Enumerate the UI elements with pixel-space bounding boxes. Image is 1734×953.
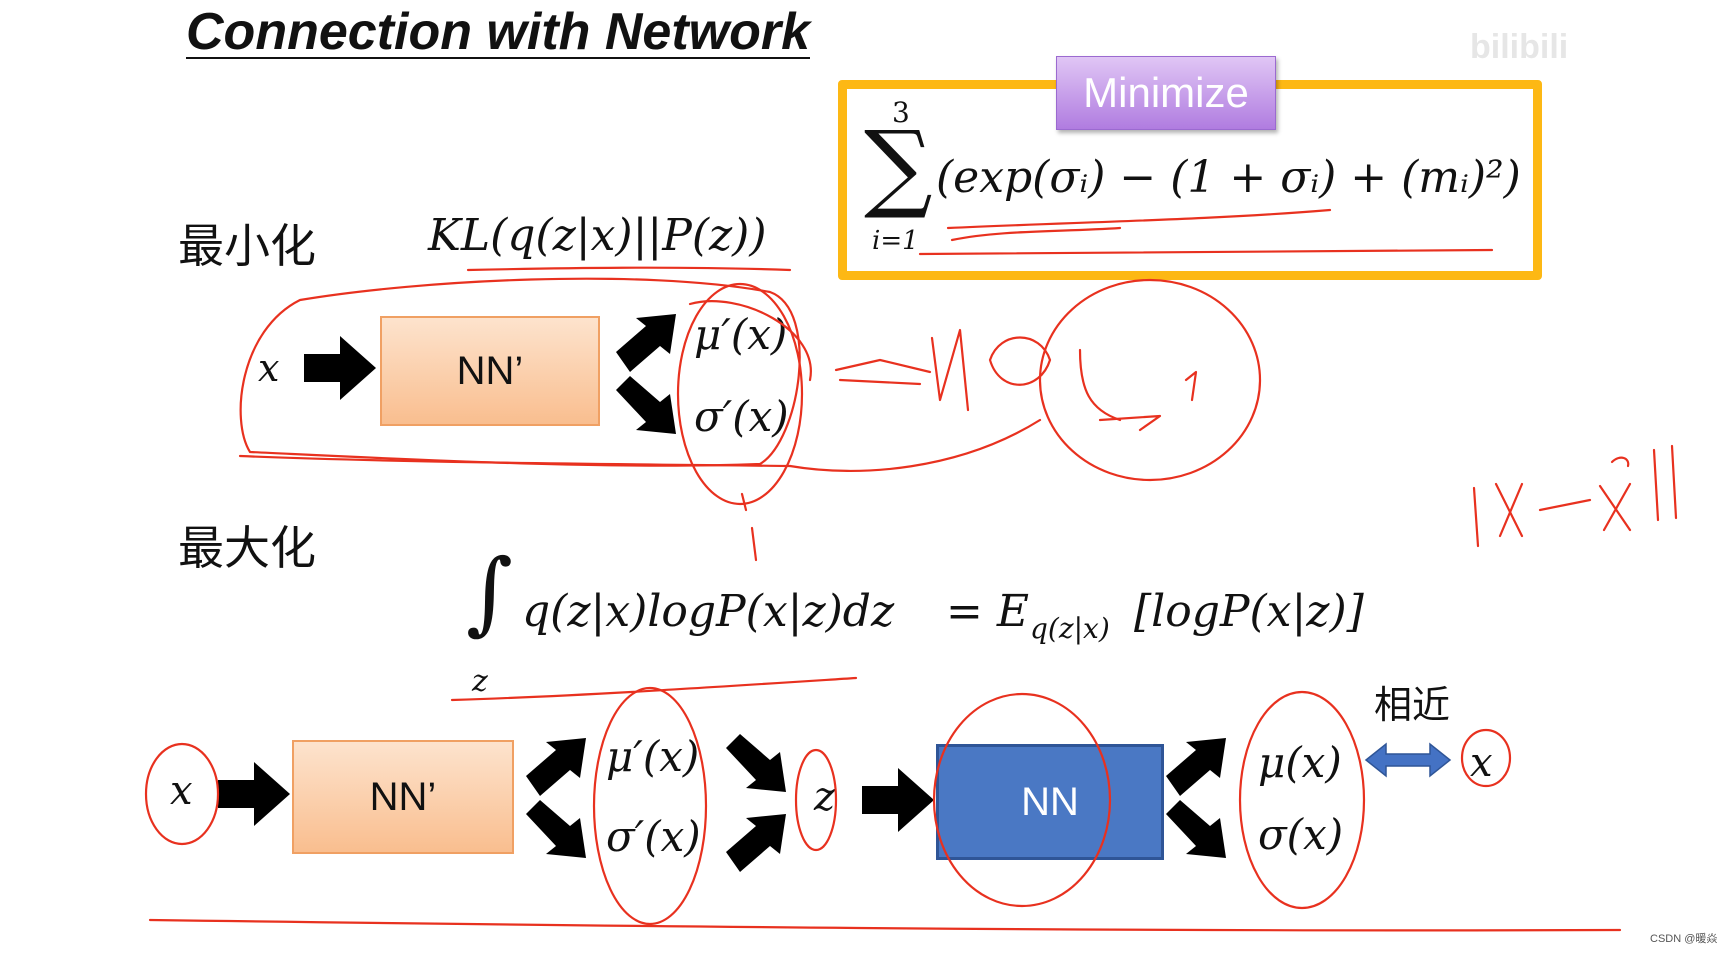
mu-to-z-arrow	[726, 734, 786, 792]
max-mu-arrow	[526, 738, 586, 796]
min-encoder-box: NN’	[380, 316, 600, 426]
output-x: x	[1470, 740, 1493, 786]
expectation-subscript: q(z|x)	[1030, 612, 1110, 645]
min-mu-arrow	[616, 314, 676, 372]
dec-mu-output: μ(x)	[1258, 738, 1342, 787]
minimize-label: 最小化	[178, 219, 316, 273]
max-input-arrow	[218, 762, 290, 826]
similar-label: 相近	[1374, 683, 1451, 727]
sum-lower-limit: i=1	[872, 226, 919, 256]
decoder-box: NN	[936, 744, 1164, 860]
kl-expression: KL(q(z|x)||P(z))	[428, 210, 767, 261]
max-mu-output: μ′(x)	[606, 732, 700, 781]
slide-title: Connection with Network	[186, 3, 810, 61]
dec-mu-arrow	[1166, 738, 1226, 796]
z-to-decoder-arrow	[862, 768, 934, 832]
integral-subscript: z	[472, 664, 488, 699]
minimize-badge: Minimize	[1056, 56, 1276, 130]
dec-sigma-output: σ(x)	[1258, 810, 1344, 859]
max-input-x: x	[170, 768, 193, 814]
min-sigma-output: σ′(x)	[694, 392, 789, 441]
maximize-label: 最大化	[178, 521, 316, 575]
min-input-arrow	[304, 336, 376, 400]
integral-expression: q(z|x)logP(x|z)dz	[522, 586, 895, 637]
expectation-symbol: = E	[946, 586, 1029, 637]
integral-symbol: ∫	[466, 540, 513, 645]
credit-text: CSDN @暖焱	[1650, 933, 1718, 945]
max-sigma-arrow	[526, 800, 586, 858]
latent-z: z	[814, 774, 836, 820]
expectation-body: [logP(x|z)]	[1134, 586, 1364, 637]
similar-double-arrow	[1364, 742, 1452, 778]
objective-expression: (exp(σᵢ) − (1 + σᵢ) + (mᵢ)²)	[936, 152, 1521, 203]
sum-upper-limit: 3	[892, 96, 910, 129]
watermark: bilibili	[1470, 28, 1569, 66]
min-input-x: x	[258, 346, 280, 390]
handwritten-annotations	[144, 208, 1678, 932]
min-sigma-arrow	[616, 376, 676, 434]
max-sigma-output: σ′(x)	[606, 812, 701, 861]
dec-sigma-arrow	[1166, 800, 1226, 858]
max-encoder-box: NN’	[292, 740, 514, 854]
sigma-to-z-arrow	[726, 814, 786, 872]
summation-symbol: ∑	[864, 110, 933, 222]
